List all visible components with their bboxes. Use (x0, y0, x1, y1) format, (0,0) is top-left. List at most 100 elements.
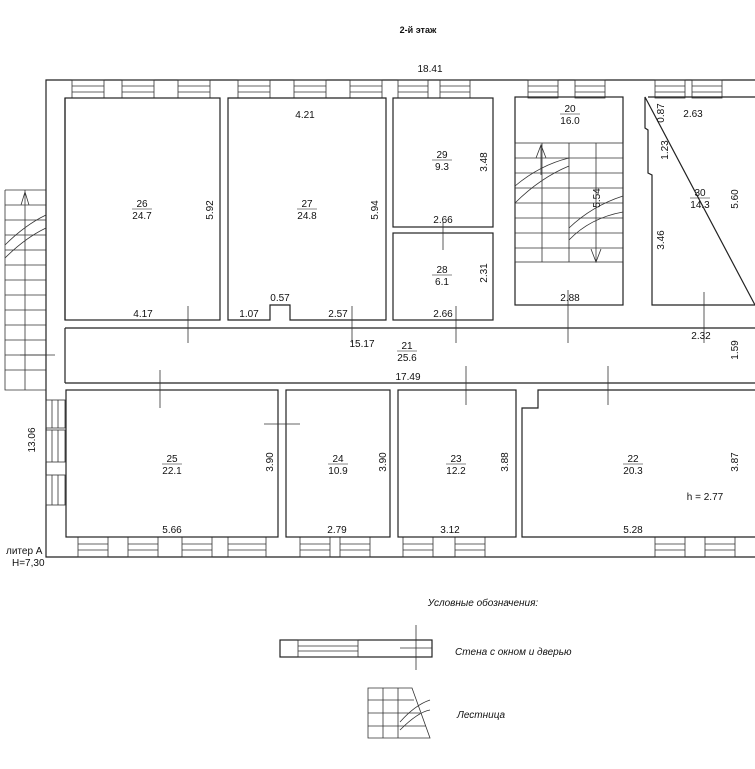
door-marks (20, 222, 705, 425)
window (339, 536, 371, 558)
window (704, 536, 736, 558)
legend-title: Условные обозначения: (427, 597, 539, 609)
dimension-label: 15.17 (349, 339, 374, 350)
dimension-label: 5.66 (162, 525, 182, 536)
window (654, 79, 686, 99)
room-30-outline (644, 96, 755, 306)
dimension-label: 1.59 (730, 340, 741, 360)
room-area: 12.2 (446, 466, 466, 477)
window (454, 536, 486, 558)
room-area: 14.3 (690, 200, 710, 211)
room-22-outline (521, 389, 755, 538)
room-25-outline (65, 389, 279, 538)
room-number: 30 (694, 188, 706, 199)
dimension-label: 3.90 (378, 452, 389, 472)
room-label-29: 299.3 (432, 150, 452, 173)
dimension-label: 18.41 (417, 64, 442, 75)
room-number: 25 (166, 454, 178, 465)
room-label-28: 286.1 (432, 265, 452, 288)
dimension-label: 1.23 (660, 140, 671, 160)
dimension-label: 5.92 (205, 200, 216, 220)
room-27-outline (227, 97, 387, 321)
legend-stairs-label: Лестница (456, 710, 506, 721)
room-area: 10.9 (328, 466, 348, 477)
window (45, 399, 66, 429)
room-area: 6.1 (435, 277, 449, 288)
window (181, 536, 213, 558)
room-number: 29 (436, 150, 448, 161)
window (121, 79, 155, 99)
room-number: 22 (627, 454, 639, 465)
building-height: H=7,30 (12, 558, 45, 569)
dimension-label: 2.79 (327, 525, 347, 536)
dimension-label: 4.21 (295, 110, 315, 121)
room-24-outline (285, 389, 391, 538)
window (77, 536, 109, 558)
window (45, 429, 66, 463)
room-area: 25.6 (397, 353, 417, 364)
dimension-label: 1.07 (239, 309, 259, 320)
room-23-outline (397, 389, 517, 538)
window (237, 79, 271, 99)
room-area: 24.8 (297, 211, 317, 222)
room-area: 24.7 (132, 211, 152, 222)
window (402, 536, 434, 558)
legend: Условные обозначения: Стена с окном и дв… (279, 597, 572, 739)
room-number: 28 (436, 265, 448, 276)
dimension-label: 5.60 (730, 189, 741, 209)
window (299, 536, 331, 558)
room-area: 9.3 (435, 162, 449, 173)
dimension-label: 0.87 (656, 103, 667, 123)
window (527, 79, 559, 99)
corridor-21-outline (64, 327, 755, 384)
dimension-label: 3.88 (500, 452, 511, 472)
room-number: 23 (450, 454, 462, 465)
legend-wall-label: Стена с окном и дверью (455, 647, 572, 658)
window (127, 536, 159, 558)
dimension-label: 5.28 (623, 525, 643, 536)
window (177, 79, 211, 99)
room-area: 22.1 (162, 466, 182, 477)
dimension-label: 3.46 (656, 230, 667, 250)
ceiling-height: h = 2.77 (687, 492, 724, 503)
building-letter: литер А (6, 546, 43, 557)
dimension-label: 2.57 (328, 309, 348, 320)
dimension-label: 3.12 (440, 525, 460, 536)
window (349, 79, 383, 99)
dimension-label: 4.17 (133, 309, 153, 320)
dimension-label: 2.31 (479, 263, 490, 283)
dimension-label: 2.66 (433, 215, 453, 226)
room-number: 21 (401, 341, 413, 352)
window (654, 536, 686, 558)
staircase-exterior (4, 189, 47, 391)
dimension-label: 2.63 (683, 109, 703, 120)
dimension-label: 0.57 (270, 293, 290, 304)
dimension-label: 2.88 (560, 293, 580, 304)
stairs-symbol (367, 687, 431, 739)
room-number: 26 (136, 199, 148, 210)
window (397, 79, 429, 99)
window (439, 79, 471, 99)
room-area: 16.0 (560, 116, 580, 127)
window (227, 536, 267, 558)
window (691, 79, 723, 99)
windows (45, 79, 736, 558)
dimension-label: 3.90 (265, 452, 276, 472)
dimension-label: 2.66 (433, 309, 453, 320)
room-area: 20.3 (623, 466, 643, 477)
room-number: 27 (301, 199, 313, 210)
dimension-label: 3.48 (479, 152, 490, 172)
room-26-outline (64, 97, 221, 321)
window (71, 79, 105, 99)
wall-window-door-symbol (279, 625, 433, 670)
dimension-label: 13.06 (27, 427, 38, 452)
